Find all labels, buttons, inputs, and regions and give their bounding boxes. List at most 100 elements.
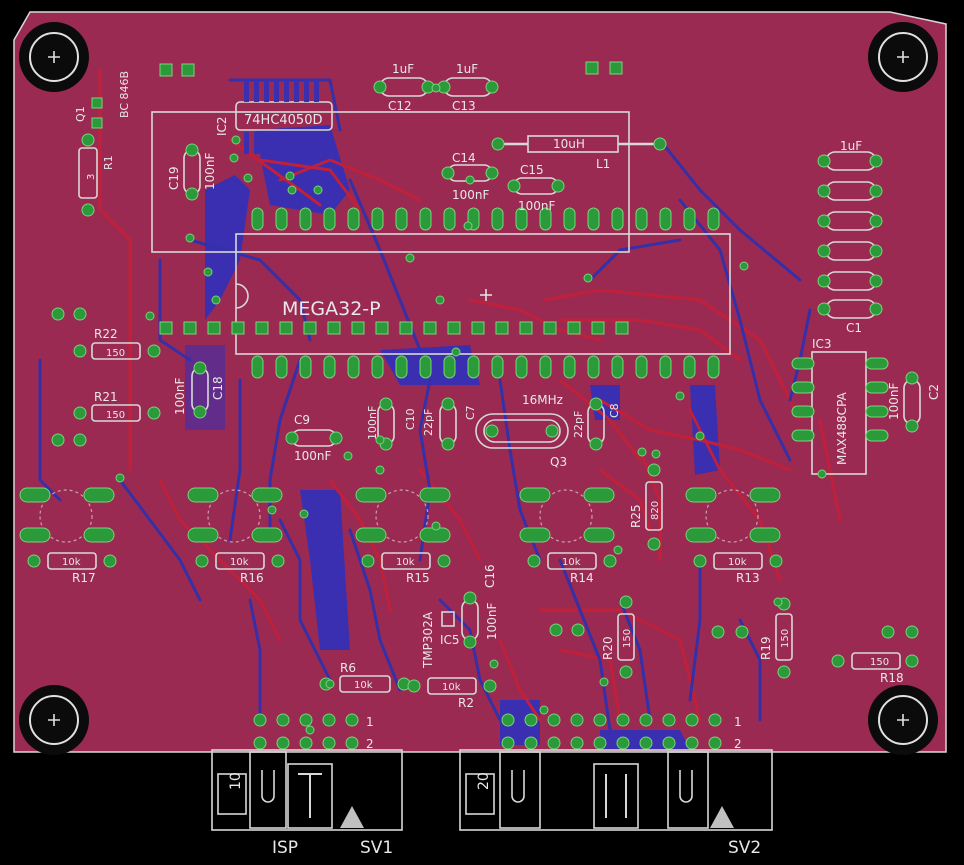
mounting-hole-tr <box>868 22 938 92</box>
mcu-pins-top <box>251 207 720 231</box>
svg-text:Q3: Q3 <box>550 455 567 469</box>
svg-text:100nF: 100nF <box>203 152 217 190</box>
button-3 <box>355 487 451 543</box>
header-row-middle <box>159 321 629 335</box>
resistor-r17: 10k R17 <box>27 552 117 585</box>
svg-text:C19: C19 <box>167 166 181 190</box>
resistor-r25: 820 R25 <box>629 463 663 551</box>
svg-text:R14: R14 <box>570 571 594 585</box>
capacitor-c8: 22pF C8 <box>572 397 621 451</box>
svg-text:100nF: 100nF <box>887 382 901 420</box>
svg-text:10k: 10k <box>562 557 581 568</box>
svg-text:100nF: 100nF <box>485 602 499 640</box>
svg-text:C8: C8 <box>608 403 621 418</box>
svg-text:100nF: 100nF <box>294 449 332 463</box>
svg-text:100nF: 100nF <box>173 377 187 415</box>
svg-text:22pF: 22pF <box>572 411 585 438</box>
ic2-74hc4050d: IC2 74HC4050D <box>151 80 630 253</box>
svg-text:150: 150 <box>622 629 633 648</box>
svg-text:R17: R17 <box>72 571 96 585</box>
svg-text:150: 150 <box>780 629 791 648</box>
ic2-pins-top <box>244 80 319 154</box>
resistor-r1: 3 R1 <box>78 133 115 217</box>
svg-text:R16: R16 <box>240 571 264 585</box>
sv2-pin2-label: 2 <box>734 737 742 751</box>
svg-text:R20: R20 <box>601 636 615 660</box>
led-footprints <box>51 61 919 639</box>
resistor-r2: 10k R2 <box>407 677 497 710</box>
capacitor-c2: 100nF C2 <box>887 371 941 433</box>
svg-text:C9: C9 <box>294 413 310 427</box>
mcu-pins-bottom <box>251 355 720 379</box>
svg-text:C7: C7 <box>464 405 477 420</box>
svg-text:MAX488CPA: MAX488CPA <box>835 391 849 465</box>
svg-text:TMP302A: TMP302A <box>421 611 435 669</box>
svg-text:3: 3 <box>86 174 97 180</box>
isp-pin2-label: 2 <box>366 737 374 751</box>
capacitor-bank-c1: 1uF C1 <box>817 139 883 335</box>
capacitor-c10: 100nF C10 <box>366 397 417 451</box>
svg-text:150: 150 <box>106 348 125 359</box>
button-2 <box>187 487 283 543</box>
capacitor-c14: C14 100nF <box>441 151 499 202</box>
ic2-ref: IC2 <box>215 116 229 136</box>
svg-text:100nF: 100nF <box>452 188 490 202</box>
svg-text:1uF: 1uF <box>392 62 414 76</box>
q1-value: BC 846B <box>118 71 131 118</box>
crystal-q3: 16MHz Q3 <box>475 393 569 469</box>
svg-text:C1: C1 <box>846 321 862 335</box>
resistor-r22: R22 150 <box>73 327 161 360</box>
mounting-hole-bl <box>19 685 89 755</box>
svg-text:C13: C13 <box>452 99 476 113</box>
isp-pin1-label: 1 <box>366 715 374 729</box>
push-buttons <box>19 487 781 543</box>
sv2-header-pads <box>501 713 722 750</box>
ic3-max488: IC3 MAX488CPA <box>791 337 889 475</box>
svg-text:C14: C14 <box>452 151 476 165</box>
resistor-r13: 10k R13 <box>693 552 783 585</box>
capacitor-c16: 100nF C16 <box>461 564 499 649</box>
mounting-hole-br <box>868 685 938 755</box>
sv2-pin1-label: 1 <box>734 715 742 729</box>
svg-text:R6: R6 <box>340 661 356 675</box>
svg-text:Q1: Q1 <box>74 106 87 122</box>
svg-text:16MHz: 16MHz <box>522 393 563 407</box>
svg-text:C10: C10 <box>404 408 417 430</box>
resistor-r15: 10k R15 <box>361 552 451 585</box>
svg-text:10k: 10k <box>354 680 373 691</box>
svg-text:10k: 10k <box>396 557 415 568</box>
button-5 <box>685 487 781 543</box>
vias <box>115 83 827 735</box>
resistor-r16: 10k R16 <box>195 552 285 585</box>
button-4 <box>519 487 615 543</box>
isp-label: ISP <box>272 838 298 858</box>
sv2-connector-housing: 20 <box>459 749 773 831</box>
svg-text:820: 820 <box>650 501 661 520</box>
button-1 <box>19 487 115 543</box>
svg-text:1uF: 1uF <box>456 62 478 76</box>
svg-text:R21: R21 <box>94 390 118 404</box>
svg-text:10k: 10k <box>230 557 249 568</box>
svg-text:10uH: 10uH <box>553 137 585 151</box>
isp-header-pads <box>253 713 359 750</box>
svg-text:150: 150 <box>106 410 125 421</box>
svg-text:R15: R15 <box>406 571 430 585</box>
resistor-r21: R21 150 <box>73 390 161 422</box>
isp-pin-count: 10 <box>228 772 244 790</box>
svg-text:10k: 10k <box>728 557 747 568</box>
svg-text:L1: L1 <box>596 157 610 171</box>
svg-text:C15: C15 <box>520 163 544 177</box>
svg-text:C16: C16 <box>483 564 497 588</box>
inductor-l1: 10uH L1 <box>491 135 667 171</box>
svg-text:150: 150 <box>870 657 889 668</box>
ic5-tmp302: TMP302A IC5 <box>421 611 460 669</box>
svg-text:R1: R1 <box>102 155 115 170</box>
mcu-mega32: MEGA32-P <box>159 207 731 379</box>
svg-text:1uF: 1uF <box>840 139 862 153</box>
q1-transistor: Q1 BC 846B <box>74 63 195 129</box>
isp-connector-housing: 10 <box>211 749 403 831</box>
sv2-pin-count: 20 <box>476 772 492 790</box>
svg-text:R22: R22 <box>94 327 118 341</box>
capacitor-c13: 1uF C13 <box>437 62 499 113</box>
